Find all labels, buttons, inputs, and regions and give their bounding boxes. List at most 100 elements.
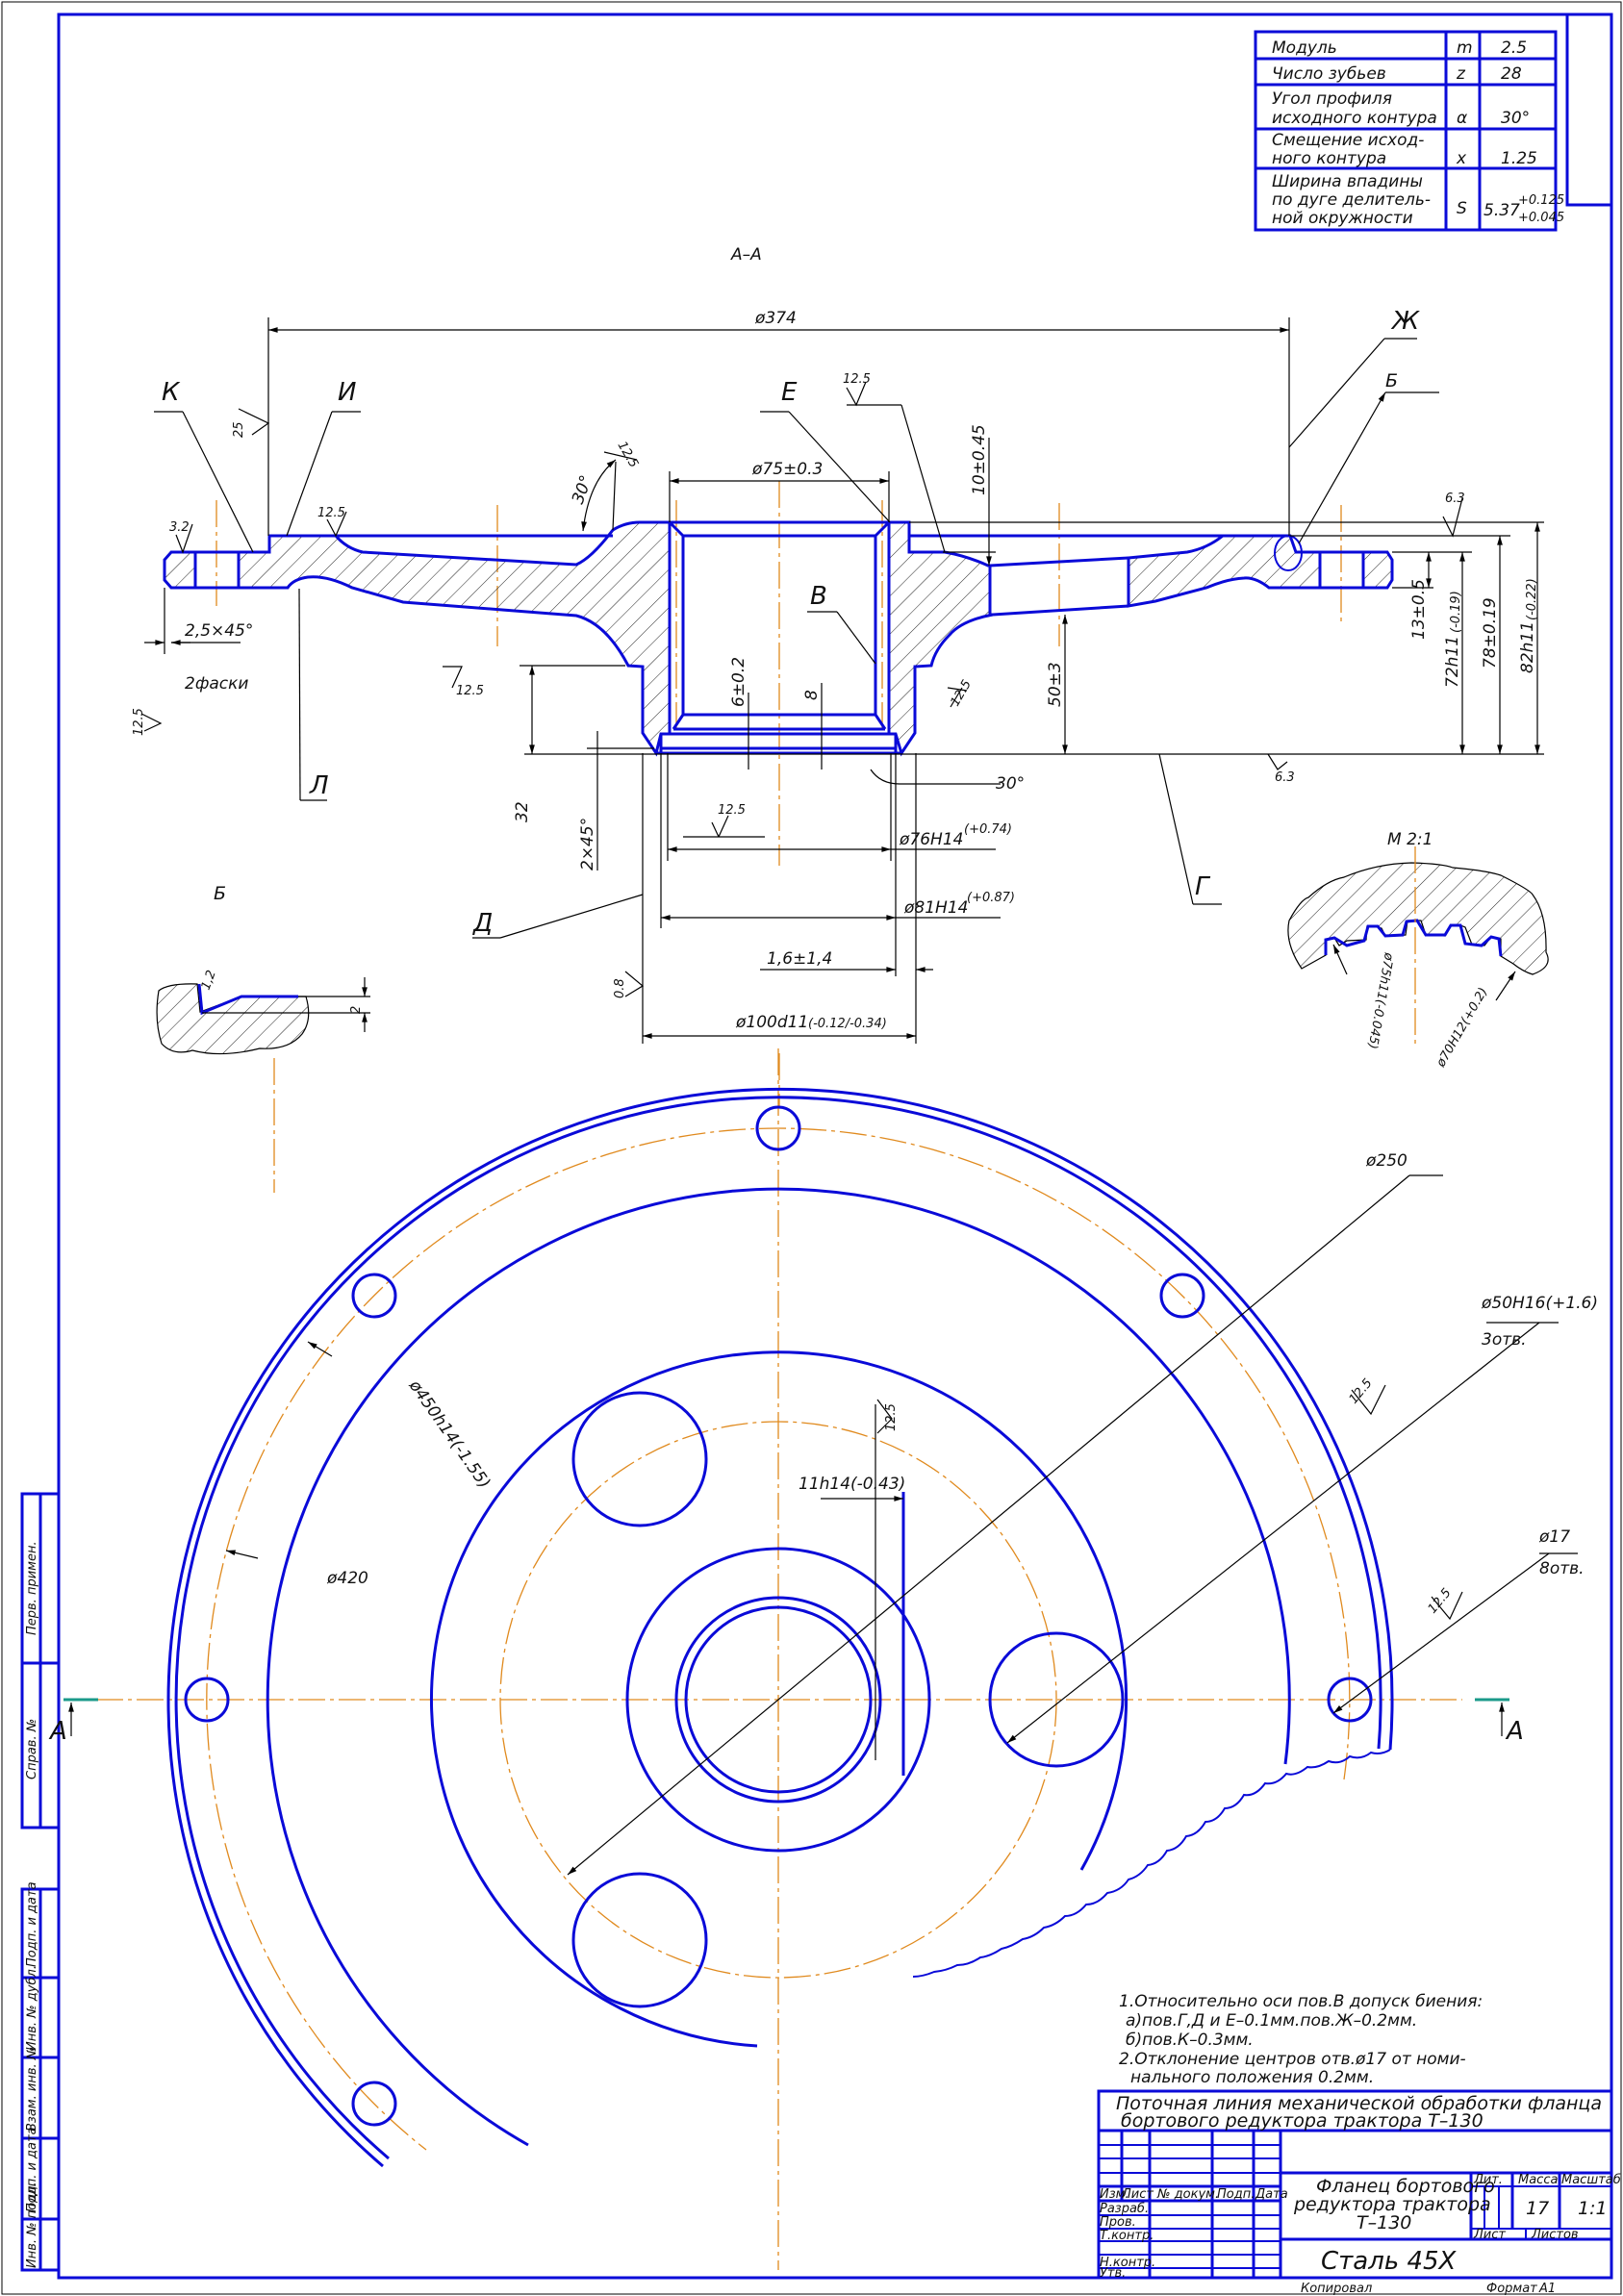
roughness-marks: 25 3.2 12.5 12.5 12.5 12.5 12.5 6.3 12.5…	[132, 372, 1465, 998]
svg-text:6.3: 6.3	[1275, 770, 1295, 785]
right-web-section	[1127, 534, 1322, 608]
format-label: Формат	[1486, 2282, 1537, 2296]
svg-text:12.5: 12.5	[948, 677, 974, 709]
dim-d374: ø374	[754, 309, 797, 328]
role-label: Утв.	[1100, 2266, 1126, 2281]
sheet-label: Лист	[1473, 2228, 1506, 2242]
mass-value: 17	[1526, 2198, 1549, 2219]
dim-d50-count: 3отв.	[1482, 1330, 1527, 1350]
detail-b-dim: 2	[349, 1006, 364, 1014]
large-holes	[571, 1391, 1125, 2008]
note-line: 1.Относительно оси пов.В допуск биения:	[1119, 1992, 1483, 2011]
section-view: А–А	[132, 245, 1544, 1193]
svg-text:12.5: 12.5	[615, 440, 641, 471]
hole-d50	[571, 1391, 708, 1527]
detail-m-d70: ø70H12(+0.2)	[1433, 985, 1491, 1071]
param-name: ного контура	[1272, 149, 1386, 168]
surface-label-g: Г	[1195, 872, 1211, 901]
circle-d250	[430, 1350, 1128, 2048]
note-line: нального положения 0.2мм.	[1130, 2068, 1374, 2087]
dim-d450: ø450h14(-1.55)	[404, 1376, 494, 1493]
technical-notes: 1.Относительно оси пов.В допуск биения: …	[1119, 1992, 1483, 2087]
part-name: редуктора трактора	[1293, 2194, 1491, 2215]
mass-label: Масса	[1518, 2173, 1558, 2187]
svg-text:12.5: 12.5	[718, 803, 746, 818]
svg-text:12.5: 12.5	[456, 684, 484, 698]
bolt-holes	[184, 1105, 1373, 2127]
param-name: Модуль	[1272, 38, 1337, 58]
svg-text:12.5: 12.5	[1426, 1586, 1455, 1617]
dim-h50: 50±3	[1046, 662, 1065, 707]
project-title: бортового редуктора трактора Т–130	[1121, 2110, 1484, 2132]
hole-d17	[755, 1105, 801, 1151]
copied-label: Копировал	[1301, 2282, 1372, 2296]
dim-h6: 6±0.2	[729, 657, 748, 707]
part-name: Фланец бортового	[1316, 2176, 1495, 2197]
detail-m-title: М 2:1	[1387, 830, 1433, 849]
right-lug-section	[1361, 550, 1394, 590]
role-label: Разраб.	[1100, 2202, 1149, 2216]
left-lug-section	[163, 550, 197, 590]
dim-d100-tol: (-0.12/-0.34)	[808, 1017, 887, 1031]
hole-d17	[351, 1273, 397, 1319]
strip-label: Подп. и дата	[25, 1881, 39, 1967]
roughness-marks-plan: 12.5 12.5 12.5	[876, 1376, 1463, 1621]
role-label: Т.контр.	[1100, 2229, 1154, 2243]
dim-angle-30-top: 30°	[569, 473, 596, 507]
param-name: Угол профиля	[1272, 89, 1392, 109]
note-line: а)пов.Г,Д и Е–0.1мм.пов.Ж–0.2мм.	[1126, 2011, 1417, 2031]
surface-label-i: И	[338, 378, 356, 407]
dim-angle-30-bottom: 30°	[996, 774, 1025, 794]
dim-d81-tol: (+0.87)	[967, 891, 1015, 905]
dim-chamfer-note: 2фаски	[185, 674, 248, 694]
right-hub-section	[887, 520, 994, 757]
detail-b-title: Б	[214, 883, 226, 904]
dim-d100: ø100d11	[735, 1013, 808, 1032]
bolt-circle	[206, 1127, 1351, 2151]
side-strip: Перв. примен. Справ. № Подп. и дата Инв.…	[20, 1492, 61, 2272]
format-value: A1	[1538, 2282, 1556, 2296]
scale-value: 1:1	[1578, 2198, 1608, 2219]
param-symbol: α	[1457, 109, 1467, 128]
param-symbol: x	[1456, 149, 1467, 168]
param-tol-lower: +0.045	[1518, 211, 1564, 225]
dim-d17: ø17	[1538, 1527, 1570, 1547]
sheets-label: Листов	[1531, 2228, 1579, 2242]
param-symbol: z	[1456, 64, 1466, 84]
note-line: б)пов.К–0.3мм.	[1126, 2031, 1254, 2050]
dim-h78: 78±0.19	[1481, 597, 1500, 669]
bore	[656, 520, 901, 755]
dim-16: 1,6±1,4	[767, 949, 832, 969]
surface-label-zh: Ж	[1390, 307, 1420, 336]
surface-label-k: К	[162, 378, 181, 407]
circle-d420	[266, 1187, 1291, 2147]
svg-text:12.5: 12.5	[317, 506, 345, 520]
detail-m-callout-circle	[1274, 535, 1303, 571]
lit-label: Лит.	[1473, 2173, 1503, 2187]
bore-outer-circle	[674, 1596, 882, 1804]
dim-chamfer-2: 2×45°	[578, 818, 597, 870]
hole-d17	[1327, 1677, 1373, 1723]
header-doc: № докум.	[1156, 2187, 1219, 2202]
svg-text:12.5: 12.5	[1347, 1376, 1376, 1407]
dim-h72: 72h11	[1443, 636, 1462, 688]
dim-d81: ø81H14	[903, 898, 968, 918]
bore-circle	[684, 1605, 873, 1794]
hole-d17	[1159, 1273, 1205, 1319]
project-title: Поточная линия механической обработки фл…	[1116, 2093, 1602, 2114]
outer-rim-inner	[174, 1096, 1382, 2160]
dim-h32: 32	[513, 801, 532, 822]
param-value: 30°	[1501, 109, 1530, 128]
surface-label-v: В	[810, 582, 827, 611]
scale-label: Масштаб	[1561, 2173, 1621, 2187]
section-title: А–А	[730, 245, 762, 265]
surface-label-e: Е	[781, 378, 798, 407]
part-name: Т–130	[1357, 2212, 1411, 2233]
role-label: Пров.	[1100, 2215, 1136, 2230]
svg-text:12.5: 12.5	[884, 1403, 899, 1431]
dim-d76-tol: (+0.74)	[964, 822, 1012, 837]
strip-label: Инв. № подл.	[25, 2182, 39, 2268]
dim-d50: ø50H16(+1.6)	[1481, 1294, 1598, 1313]
